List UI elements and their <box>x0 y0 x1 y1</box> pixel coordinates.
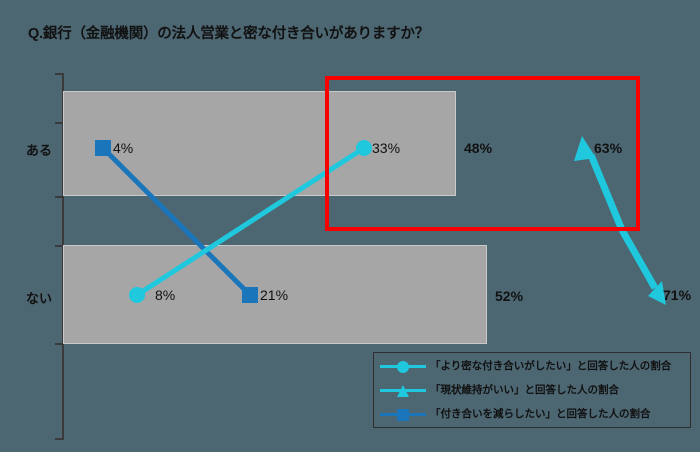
axis-tick-4 <box>55 343 62 345</box>
category-label-aru: ある <box>26 143 53 158</box>
triangle-marker-icon <box>380 382 426 398</box>
category-label-nai: ない <box>26 291 53 306</box>
axis-tick-1 <box>55 122 62 124</box>
chart-title: Q.銀行（金融機関）の法人営業と密な付き合いがありますか？ <box>28 26 430 42</box>
point-label-circle-nai: 8% <box>155 287 176 303</box>
annotation-double-arrow <box>574 136 666 305</box>
bar-value-nai: 52% <box>495 288 524 304</box>
marker-circle-nai <box>129 287 145 303</box>
square-marker-icon <box>380 406 426 422</box>
marker-square-nai <box>242 287 258 303</box>
point-label-square-nai: 21% <box>260 287 289 303</box>
point-label-circle-aru: 33% <box>372 140 401 156</box>
legend-label-status-quo: 「現状維持がいい」と回答した人の割合 <box>430 384 619 396</box>
highlight-rectangle <box>325 76 640 231</box>
legend-item-status-quo[interactable]: 「現状維持がいい」と回答した人の割合 <box>380 380 619 399</box>
axis-tick-2 <box>55 196 62 198</box>
axis-tick-bottom <box>55 438 62 440</box>
legend-item-closer[interactable]: 「より密な付き合いがしたい」と回答した人の割合 <box>380 356 671 375</box>
circle-marker-icon <box>380 358 426 374</box>
annotation-label-71: 71% <box>663 287 692 303</box>
chart-legend: 「より密な付き合いがしたい」と回答した人の割合 「現状維持がいい」と回答した人の… <box>373 352 691 428</box>
point-label-square-aru: 4% <box>113 140 134 156</box>
axis-tick-3 <box>55 245 62 247</box>
marker-square-aru <box>95 140 111 156</box>
bar-value-aru: 48% <box>464 140 493 156</box>
annotation-label-63: 63% <box>594 140 623 156</box>
legend-label-reduce: 「付き合いを減らしたい」と回答した人の割合 <box>430 408 651 420</box>
series-line-decrease <box>101 146 252 297</box>
legend-label-closer: 「より密な付き合いがしたい」と回答した人の割合 <box>430 360 672 372</box>
bar-aru <box>63 91 456 196</box>
marker-circle-aru <box>356 140 372 156</box>
axis-tick-top <box>55 73 62 75</box>
legend-item-reduce[interactable]: 「付き合いを減らしたい」と回答した人の割合 <box>380 404 651 423</box>
